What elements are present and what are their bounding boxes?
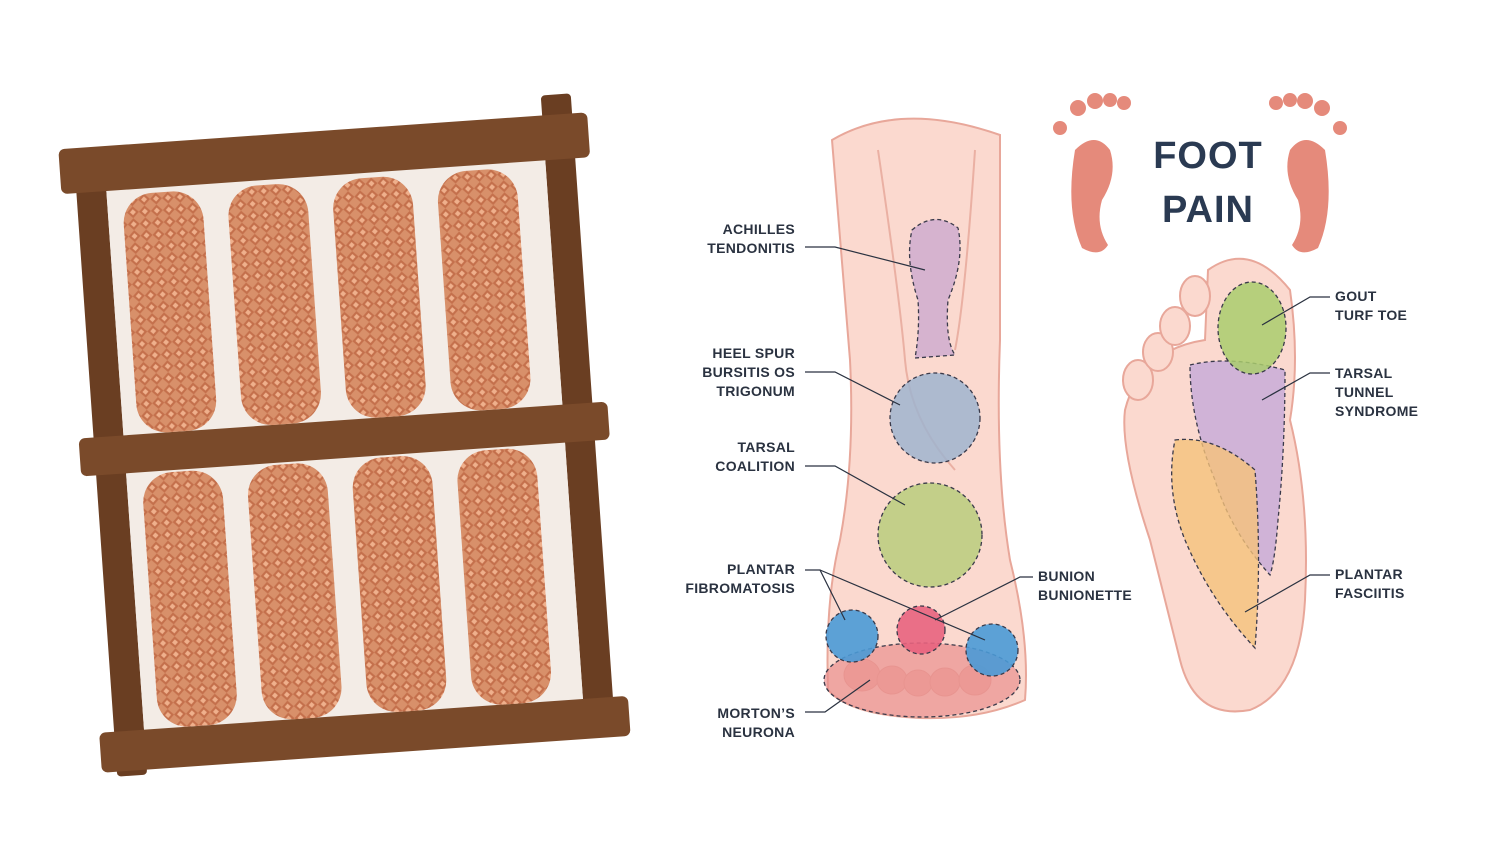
gout-region	[1217, 281, 1287, 375]
svg-text:ACHILLES: ACHILLES	[723, 221, 795, 237]
svg-text:COALITION: COALITION	[715, 458, 795, 474]
title-line-1: FOOT	[1153, 135, 1263, 177]
label-achilles: ACHILLES TENDONITIS	[707, 221, 795, 256]
roller-cylinder	[352, 456, 447, 712]
right-footprint-icon	[1269, 93, 1347, 253]
label-gout: GOUT TURF TOE	[1335, 288, 1407, 323]
wooden-foot-roller-image	[58, 93, 631, 777]
roller-cylinder	[228, 184, 321, 426]
roller-top-bar	[58, 112, 590, 194]
foot-sole-view	[1122, 257, 1307, 713]
left-footprint-icon	[1053, 93, 1131, 253]
roller-bottom-bar	[99, 696, 631, 773]
svg-text:TENDONITIS: TENDONITIS	[707, 240, 795, 256]
svg-text:HEEL SPUR: HEEL SPUR	[712, 345, 795, 361]
svg-text:MORTON’S: MORTON’S	[717, 705, 795, 721]
label-heel-spur: HEEL SPUR BURSITIS OS TRIGONUM	[702, 345, 795, 399]
plantar-fibromatosis-region-left	[825, 609, 879, 663]
svg-text:BURSITIS OS: BURSITIS OS	[702, 364, 795, 380]
title-line-2: PAIN	[1162, 189, 1254, 231]
svg-text:TURF TOE: TURF TOE	[1335, 307, 1407, 323]
svg-text:TARSAL: TARSAL	[1335, 365, 1393, 381]
roller-right-rail	[541, 93, 613, 704]
leader-lines	[805, 246, 1330, 713]
label-mortons: MORTON’S NEURONA	[717, 705, 795, 740]
roller-cylinder	[457, 448, 552, 705]
roller-cylinder	[333, 176, 426, 418]
plantar-fibromatosis-region-right	[965, 623, 1019, 677]
achilles-region	[908, 218, 961, 359]
heel-spur-region	[889, 372, 981, 464]
plantar-fasciitis-region	[1171, 438, 1260, 650]
foot-back-view	[823, 117, 1027, 720]
svg-text:PLANTAR: PLANTAR	[727, 561, 795, 577]
svg-text:BUNION: BUNION	[1038, 568, 1095, 584]
label-plantar-fibromatosis: PLANTAR FIBROMATOSIS	[685, 561, 795, 596]
tarsal-coalition-region	[877, 482, 983, 588]
svg-text:TARSAL: TARSAL	[737, 439, 795, 455]
svg-text:PLANTAR: PLANTAR	[1335, 566, 1403, 582]
svg-text:FASCIITIS: FASCIITIS	[1335, 585, 1405, 601]
svg-text:TRIGONUM: TRIGONUM	[716, 383, 795, 399]
svg-text:FIBROMATOSIS: FIBROMATOSIS	[685, 580, 795, 596]
roller-cylinder	[437, 169, 531, 411]
svg-text:SYNDROME: SYNDROME	[1335, 403, 1418, 419]
label-tarsal-tunnel: TARSAL TUNNEL SYNDROME	[1335, 365, 1418, 419]
roller-cylinder	[247, 463, 342, 720]
label-plantar-fasciitis: PLANTAR FASCIITIS	[1335, 566, 1405, 601]
label-tarsal-coalition: TARSAL COALITION	[715, 439, 795, 474]
roller-middle-bar	[78, 401, 610, 477]
svg-text:NEURONA: NEURONA	[722, 724, 795, 740]
label-bunion: BUNION BUNIONETTE	[1038, 568, 1132, 603]
svg-text:BUNIONETTE: BUNIONETTE	[1038, 587, 1132, 603]
svg-text:TUNNEL: TUNNEL	[1335, 384, 1394, 400]
roller-cylinder	[123, 191, 217, 433]
roller-cylinder	[143, 470, 237, 727]
svg-text:GOUT: GOUT	[1335, 288, 1377, 304]
